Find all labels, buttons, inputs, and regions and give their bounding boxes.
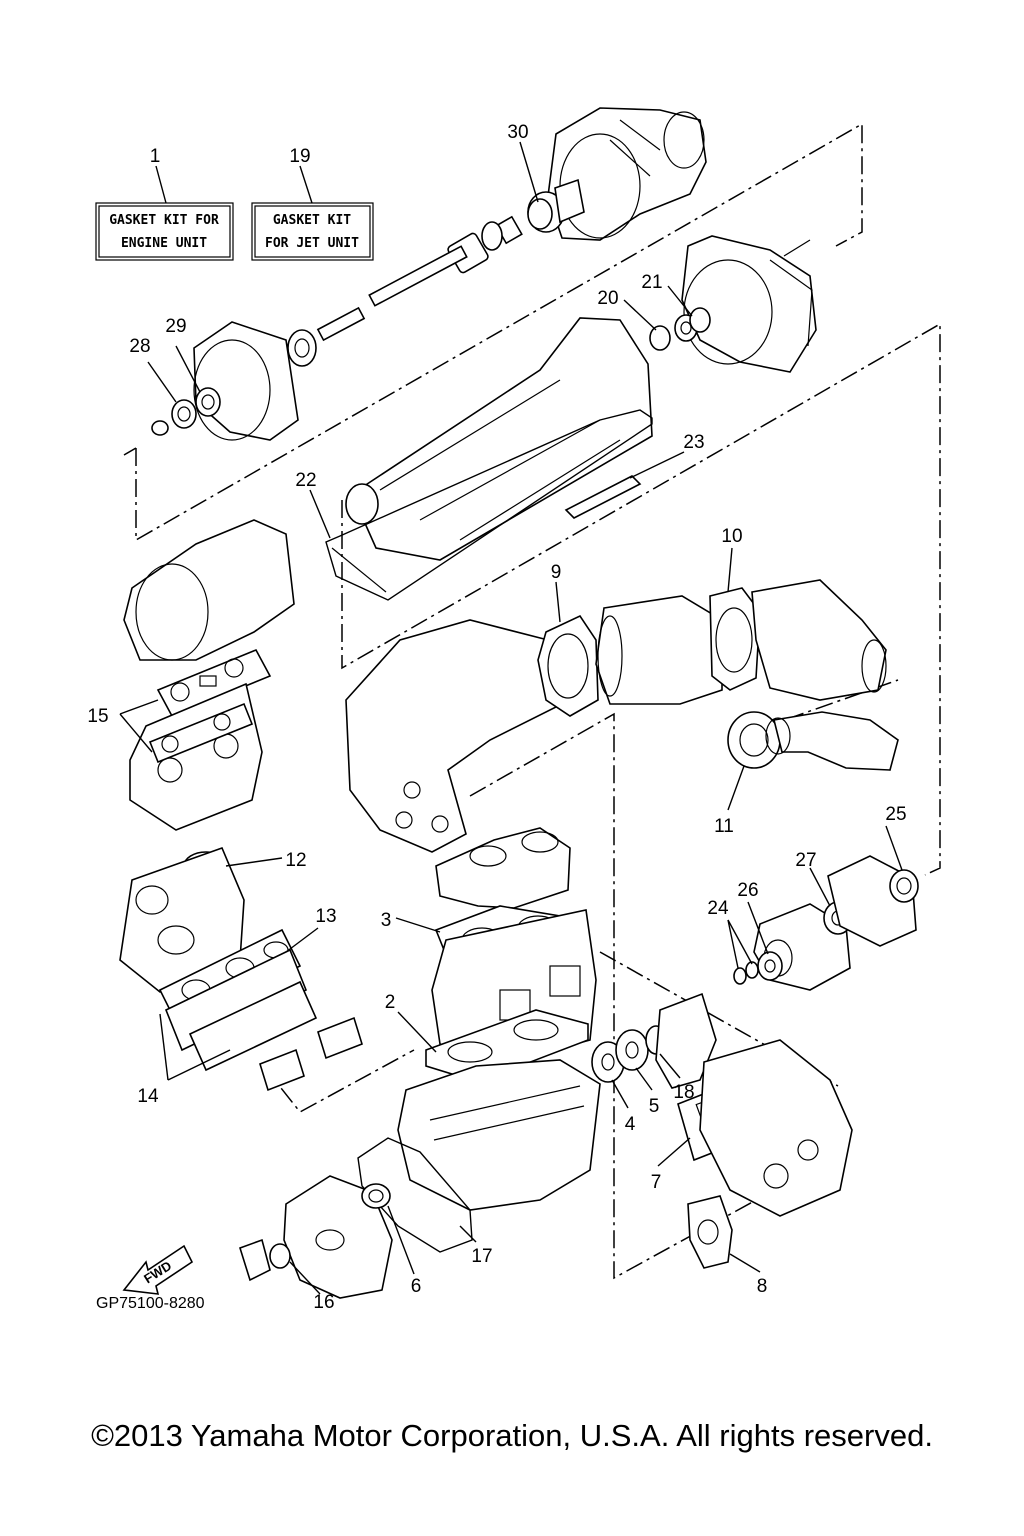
leader-lines [119, 141, 903, 1295]
diagram-code: GP75100-8280 [96, 1295, 205, 1312]
engine-kit-label-box: GASKET KIT FOR ENGINE UNIT [95, 202, 234, 261]
jet-kit-label-line1: GASKET KIT [273, 213, 351, 228]
seal-25 [889, 869, 919, 903]
impeller-housing [681, 235, 817, 373]
callout-1: 1 [150, 146, 161, 167]
callout-21: 21 [641, 272, 662, 293]
callout-13: 13 [315, 906, 336, 927]
forward-arrow-icon: FWD [122, 1244, 194, 1295]
muffler [123, 519, 295, 661]
gasket-8 [687, 1195, 733, 1269]
callout-12: 12 [285, 850, 306, 871]
callout-18: 18 [673, 1082, 694, 1103]
callout-numbers: 1 19 30 21 20 29 28 23 22 10 9 15 11 25 … [87, 122, 906, 1313]
oil-seal-29 [195, 387, 221, 417]
callout-20: 20 [597, 288, 618, 309]
exhaust-chamber [595, 595, 723, 705]
gasket-10 [709, 587, 761, 691]
gasket-9 [537, 614, 599, 717]
pump-housing [655, 992, 717, 1089]
callout-11: 11 [714, 816, 734, 837]
callout-15: 15 [87, 706, 108, 727]
crankcase [397, 1059, 601, 1211]
gasket-23 [564, 475, 642, 519]
cylinder-head-cover [435, 827, 571, 909]
callout-4: 4 [625, 1114, 636, 1135]
callout-28: 28 [129, 336, 150, 357]
rings-24 [733, 961, 759, 985]
gasket-15-lower [148, 702, 254, 764]
bearing-28 [151, 399, 197, 436]
callout-10: 10 [721, 526, 742, 547]
exhaust-hose [765, 711, 899, 771]
callout-3: 3 [381, 910, 392, 931]
callout-30: 30 [507, 122, 528, 143]
drive-shaft-assembly [287, 178, 585, 367]
callout-16: 16 [313, 1292, 334, 1313]
callout-2: 2 [385, 992, 396, 1013]
gasket-22 [325, 409, 653, 601]
callout-23: 23 [683, 432, 704, 453]
oil-seal-6 [361, 1183, 391, 1209]
seal-26 [757, 951, 783, 981]
jet-kit-label-line2: FOR JET UNIT [265, 236, 359, 251]
callout-17: 17 [471, 1246, 492, 1267]
callout-7: 7 [651, 1172, 662, 1193]
callout-19: 19 [289, 146, 310, 167]
callout-6: 6 [411, 1276, 422, 1297]
callout-8: 8 [757, 1276, 768, 1297]
exhaust-pipe [345, 619, 571, 853]
callout-22: 22 [295, 470, 316, 491]
callout-27: 27 [795, 850, 816, 871]
o-ring-30 [527, 198, 553, 230]
engine-kit-label-line2: ENGINE UNIT [121, 236, 207, 251]
reed-valves [259, 1016, 363, 1092]
intermediate-housing [193, 321, 299, 441]
exhaust-elbow [751, 579, 887, 701]
exhaust-manifold [699, 1039, 853, 1217]
callout-24: 24 [707, 898, 729, 919]
seal-5 [615, 1029, 649, 1071]
callout-14: 14 [137, 1086, 159, 1107]
water-box [345, 317, 653, 561]
jet-kit-label-box: GASKET KIT FOR JET UNIT [251, 202, 374, 261]
gasket-14 [164, 948, 318, 1072]
jet-pump-nozzle [547, 107, 707, 241]
gasket-16 [239, 1238, 291, 1282]
copyright-notice: ©2013 Yamaha Motor Corporation, U.S.A. A… [91, 1418, 933, 1453]
callout-5: 5 [649, 1096, 660, 1117]
engine-kit-label-line1: GASKET KIT FOR [109, 213, 219, 228]
seals-20-21 [649, 307, 711, 351]
callout-29: 29 [165, 316, 186, 337]
gasket-15-upper [156, 648, 272, 718]
gasket-2 [425, 1009, 589, 1083]
callout-26: 26 [737, 880, 758, 901]
callout-9: 9 [551, 562, 562, 583]
gasket-11 [727, 711, 781, 769]
callout-25: 25 [885, 804, 906, 825]
flywheel-cover [283, 1175, 393, 1299]
